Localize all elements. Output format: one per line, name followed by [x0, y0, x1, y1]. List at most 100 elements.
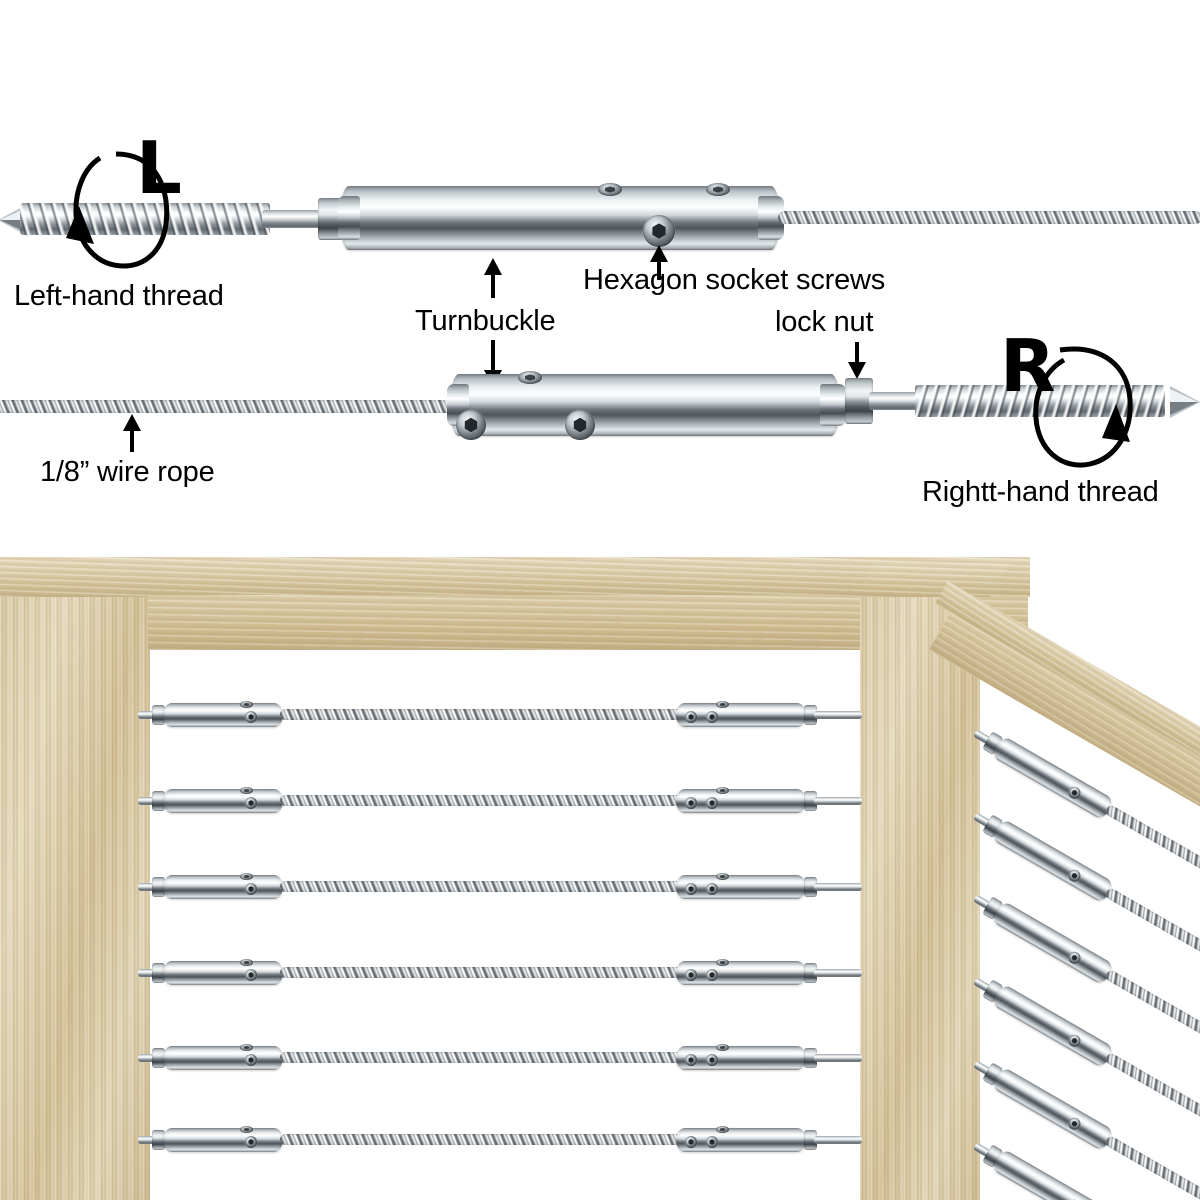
turnbuckle-body — [990, 818, 1116, 904]
hexagon-socket-screw-front — [685, 883, 697, 895]
turnbuckle-body — [163, 789, 283, 813]
wood-post-right — [860, 593, 980, 1200]
turnbuckle-body — [163, 1128, 283, 1152]
hexagon-socket-screw-front — [706, 883, 718, 895]
hexagon-socket-screw-front — [685, 711, 697, 723]
wire-rope-cable — [280, 1134, 690, 1145]
label-left-hand-thread: Left-hand thread — [14, 280, 224, 312]
turnbuckle-body — [163, 1046, 283, 1070]
label-wire-rope: 1/8” wire rope — [40, 456, 215, 488]
lag-screw-shank — [814, 711, 862, 719]
wire-rope-cable-top — [778, 211, 1200, 224]
turnbuckle-body-bottom — [450, 374, 840, 436]
lock-nut-arrow-line — [855, 342, 859, 364]
hexagon-socket-screw-top-1 — [598, 183, 622, 196]
hexagon-socket-screw-top — [240, 787, 253, 794]
lag-screw-shank — [138, 797, 160, 805]
hexagon-socket-screw-front — [245, 1054, 257, 1066]
lock-nut — [152, 1048, 165, 1068]
hexagon-socket-screw-front — [706, 711, 718, 723]
lag-screw-shank — [814, 1136, 862, 1144]
wire-rope-cable — [280, 967, 690, 978]
hexagon-socket-screw-front — [706, 1054, 718, 1066]
hexagon-socket-screw-front — [685, 969, 697, 981]
turnbuckle-body — [676, 1128, 806, 1152]
wire-rope-cable — [280, 1052, 690, 1063]
turnbuckle-arrow-bottom-line — [491, 340, 495, 372]
lock-nut — [152, 963, 165, 983]
installation-photo — [0, 545, 1200, 1200]
right-thread-marker: R — [1000, 324, 1056, 408]
turnbuckle-body — [676, 703, 806, 727]
wire-rope-cable — [1104, 1134, 1200, 1200]
turnbuckle-arrow-top-head — [484, 258, 502, 275]
left-thread-marker: L — [136, 126, 182, 210]
turnbuckle-body — [163, 961, 283, 985]
lag-screw-shank — [138, 883, 160, 891]
turnbuckle-body — [676, 1046, 806, 1070]
hexagon-screws-arrow-line — [657, 258, 661, 280]
hexagon-socket-screw-top — [240, 1126, 253, 1133]
counter-clockwise-arrow-icon — [66, 151, 170, 269]
lock-nut — [152, 791, 165, 811]
hexagon-socket-screw-front — [706, 797, 718, 809]
hexagon-socket-screw-bottom-top-1 — [518, 371, 542, 384]
lock-nut — [152, 1130, 165, 1150]
hexagon-socket-screw-top — [240, 1044, 253, 1051]
hexagon-socket-screw-front — [706, 969, 718, 981]
lock-nut — [804, 1130, 817, 1150]
hexagon-socket-screw-front — [706, 1136, 718, 1148]
wire-rope-cable — [280, 709, 690, 720]
turnbuckle-body — [163, 703, 283, 727]
lock-nut — [152, 877, 165, 897]
label-hexagon-socket-screws: Hexagon socket screws — [583, 264, 886, 296]
hexagon-socket-screw-top-2 — [706, 183, 730, 196]
lag-screw-shank — [138, 1136, 160, 1144]
wire-rope-cable — [280, 881, 690, 892]
lock-nut — [804, 963, 817, 983]
lock-nut — [804, 791, 817, 811]
wood-post-left — [0, 585, 150, 1200]
wire-rope-cable — [1104, 1051, 1200, 1177]
lock-nut — [152, 705, 165, 725]
clockwise-arrow-icon — [1033, 346, 1133, 468]
lock-nut — [804, 877, 817, 897]
hexagon-socket-screw-top — [240, 701, 253, 708]
turnbuckle-body — [676, 789, 806, 813]
hexagon-socket-screw-front — [245, 711, 257, 723]
hexagon-socket-screw-front — [245, 969, 257, 981]
lock-nut — [804, 1048, 817, 1068]
hexagon-socket-screw-front — [685, 1136, 697, 1148]
turnbuckle-body — [676, 875, 806, 899]
label-lock-nut: lock nut — [775, 306, 874, 338]
turnbuckle-body — [990, 1148, 1116, 1200]
lag-screw-shank — [814, 883, 862, 891]
hexagon-socket-screw-front — [685, 1054, 697, 1066]
lag-screw-shank — [814, 1054, 862, 1062]
wire-rope-arrow-head — [123, 414, 141, 431]
hexagon-socket-screw-bottom-front-2 — [565, 410, 595, 440]
lag-screw-threads-left — [20, 203, 270, 235]
wire-rope-cable — [1104, 968, 1200, 1094]
wood-post-right-cap — [855, 563, 1010, 597]
turnbuckle-body — [163, 875, 283, 899]
turnbuckle-body — [676, 961, 806, 985]
lock-nut-arrow-head — [848, 362, 866, 379]
hexagon-socket-screw-top — [240, 873, 253, 880]
turnbuckle-body — [990, 1066, 1116, 1152]
lag-screw-shank-left — [262, 210, 322, 228]
lock-nut-right — [845, 378, 873, 424]
turnbuckle-end-cap-left-top — [338, 196, 360, 240]
hexagon-socket-screw-front — [245, 1136, 257, 1148]
hexagon-socket-screw-front — [245, 883, 257, 895]
lag-screw-shank — [814, 969, 862, 977]
hexagon-socket-screw-top — [716, 787, 729, 794]
turnbuckle-body — [990, 735, 1116, 821]
turnbuckle-arrow-top-line — [491, 272, 495, 298]
hexagon-socket-screw-top — [716, 701, 729, 708]
hexagon-socket-screw-top — [716, 959, 729, 966]
hexagon-socket-screw-front — [245, 797, 257, 809]
turnbuckle-body-top — [340, 186, 780, 250]
lag-screw-shank — [138, 711, 160, 719]
label-right-hand-thread: Rightt-hand thread — [922, 476, 1159, 508]
